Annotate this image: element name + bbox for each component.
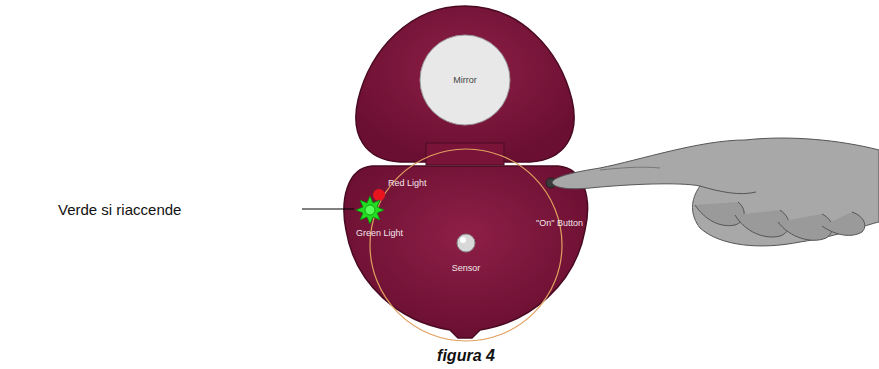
mirror-disc: Mirror [419,34,511,126]
green-light-burst [356,196,384,224]
sensor-dome [457,234,475,252]
pointing-hand [552,138,879,246]
figure-caption: figura 4 [437,347,495,365]
mirror-circle [420,35,510,125]
hinge [426,143,504,165]
leader-line [302,209,354,210]
part-label: Red Light [388,178,427,188]
lid-shell [356,6,574,162]
part-label: Sensor [452,263,481,273]
sensor-ring [370,149,562,341]
base-shell [344,166,588,338]
mirror-label: Mirror [453,75,477,85]
part-label: "On" Button [536,218,583,228]
sensor-highlight [460,237,466,243]
green-light [365,205,375,215]
red-light [373,189,385,201]
part-label: Green Light [356,228,403,238]
callout-note: Verde si riaccende [58,201,181,218]
